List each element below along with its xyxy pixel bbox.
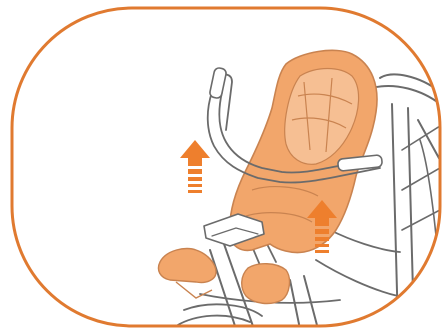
foot-cushion	[158, 249, 216, 299]
arrow-shaft-segment	[188, 184, 202, 187]
arrow-shaft-segment	[315, 250, 329, 253]
arrow-head	[180, 140, 210, 158]
arrow-shaft-segment	[315, 244, 329, 247]
up-arrow-icon	[180, 140, 210, 193]
scene	[158, 50, 440, 329]
arrow-shaft-segment	[188, 158, 202, 166]
arrow-shaft-segment	[188, 177, 202, 181]
arrow-shaft-segment	[188, 169, 202, 174]
child-seat	[230, 50, 377, 303]
arrow-shaft-segment	[315, 237, 329, 241]
arrow-shaft-segment	[188, 190, 202, 193]
arrow-shaft-segment	[315, 229, 329, 234]
arrow-shaft-segment	[315, 218, 329, 226]
